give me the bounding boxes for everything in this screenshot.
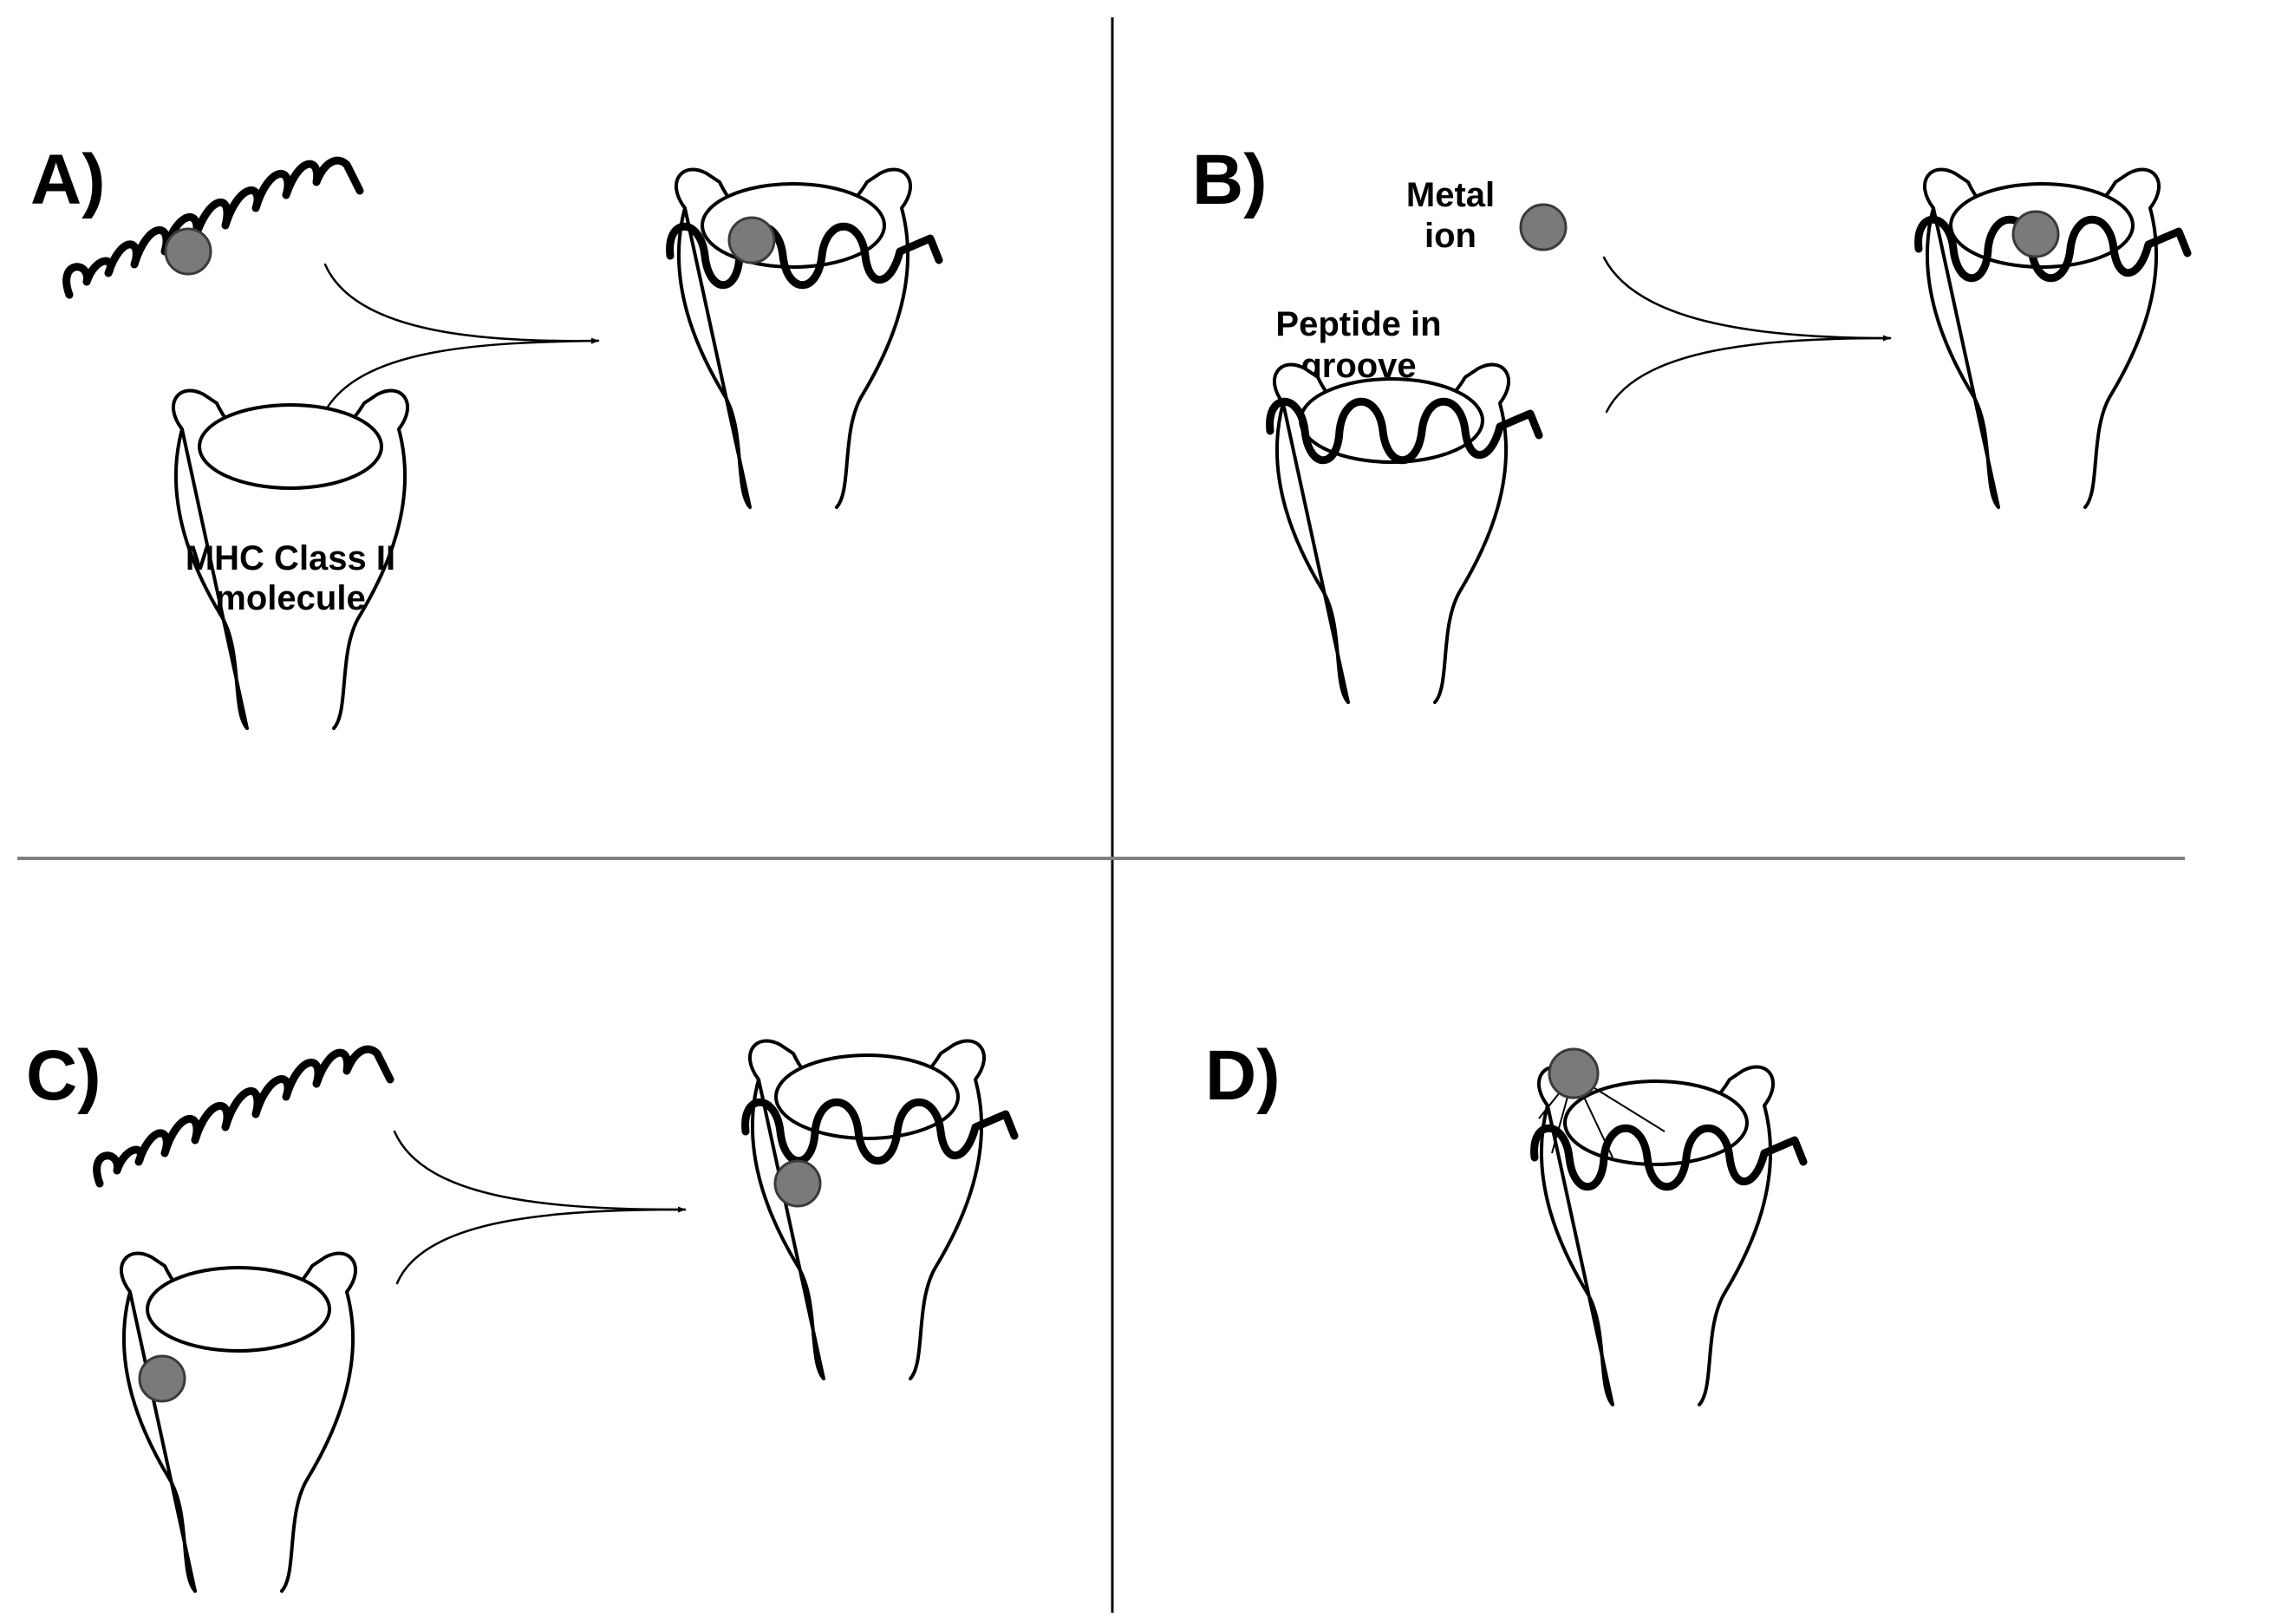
panel-a: A) MHC Class II molecule: [30, 140, 939, 730]
panel-d-letter: D): [1205, 1036, 1281, 1115]
reaction-arrow-bottom: [1605, 335, 1892, 414]
mhc-class-ii-molecule: [1272, 362, 1511, 704]
reaction-arrow-bottom: [321, 337, 600, 418]
mhc-class-ii-molecule: [119, 1251, 358, 1593]
mhc-label-line1: MHC Class II: [186, 539, 395, 577]
free-peptide: [67, 160, 360, 295]
panel-d: D): [1205, 1036, 1803, 1406]
mhc-complex: [747, 1039, 987, 1380]
panel-c-letter: C): [26, 1036, 101, 1115]
panel-b: B) Metal ion Peptide in groove: [1192, 140, 2187, 704]
metal-ion: [1548, 1047, 1600, 1099]
metal-ion: [2011, 210, 2060, 258]
mhc-label-line2: molecule: [215, 579, 365, 617]
metal-ion: [1519, 203, 1568, 251]
reaction-arrow-bottom: [395, 1206, 687, 1285]
free-peptide: [97, 1049, 390, 1184]
metal-label-line2: ion: [1424, 217, 1476, 255]
reaction-arrow-top: [393, 1130, 687, 1211]
metal-ion: [773, 1159, 822, 1208]
reaction-arrow-top: [323, 263, 600, 342]
metal-ion: [138, 1354, 186, 1403]
mhc-complex: [674, 167, 913, 509]
mhc-complex: [1536, 1065, 1776, 1406]
metal-ion: [727, 216, 776, 264]
reaction-arrow-top: [1602, 256, 1892, 340]
metal-label-line1: Metal: [1406, 176, 1495, 214]
peptide-label-line1: Peptide in: [1275, 305, 1441, 343]
panel-b-letter: B): [1192, 140, 1268, 219]
panel-a-letter: A): [30, 140, 106, 219]
metal-ion: [164, 227, 212, 276]
panel-c: C): [26, 1036, 1014, 1593]
